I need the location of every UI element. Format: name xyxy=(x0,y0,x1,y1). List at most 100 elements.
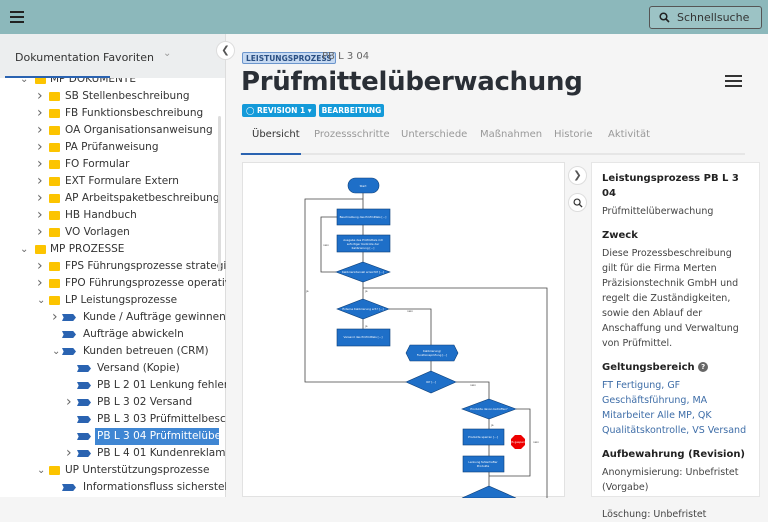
chevron-down-icon[interactable]: ⌄ xyxy=(20,244,29,255)
chevron-right-icon[interactable]: › xyxy=(37,122,43,138)
tree-item[interactable]: ⌄MP PROZESSE xyxy=(0,241,220,258)
hamburger-menu-icon[interactable] xyxy=(10,11,24,23)
chevron-down-icon[interactable]: ⌄ xyxy=(37,295,46,306)
tree-item-label: FB Funktionsbeschreibung xyxy=(65,107,204,119)
chevron-right-icon[interactable]: › xyxy=(66,445,72,461)
tree-item[interactable]: PB L 2 01 Lenkung fehlerhaft xyxy=(0,377,226,394)
tree-item-label: Informationsfluss sicherstellen xyxy=(83,481,226,493)
tree-item-label: VO Vorlagen xyxy=(65,226,130,238)
tree-item-label: FPS Führungsprozesse strategisch xyxy=(65,260,226,272)
tree-item[interactable]: › FPS Führungsprozesse strategisch xyxy=(0,258,226,275)
chevron-right-icon[interactable]: › xyxy=(37,258,43,274)
deletion-text: Löschung: Unbefristet xyxy=(602,509,707,520)
tree-item[interactable]: ›Kunde / Aufträge gewinnen xyxy=(0,309,226,326)
tree-item[interactable]: › VO Vorlagen xyxy=(0,224,220,241)
info-subtitle: Prüfmittelüberwachung xyxy=(602,206,714,217)
tree-item-label: Kunden betreuen (CRM) xyxy=(83,345,209,357)
tree-item-label: Versand (Kopie) xyxy=(97,362,180,374)
flow-label: ja xyxy=(305,289,309,293)
flow-label: Ausgabe des Prüfmittels mit xyxy=(343,238,383,242)
flow-label: ja xyxy=(490,423,494,427)
flow-label: sofortiger Kontrolle der xyxy=(347,242,380,246)
tab-unterschiede[interactable]: Unterschiede xyxy=(401,129,468,140)
flow-label: nein xyxy=(533,440,539,444)
scope-heading: Geltungsbereich xyxy=(602,362,695,373)
quick-search-input[interactable]: Schnellsuche xyxy=(649,6,762,29)
folder-icon xyxy=(49,92,60,101)
tab-historie[interactable]: Historie xyxy=(554,129,593,140)
flow-label: Externe Kalibrierung erf.? [...] xyxy=(342,307,383,311)
folder-icon xyxy=(49,143,60,152)
status-badge: BEARBEITUNG xyxy=(318,104,385,117)
tree-item[interactable]: ›OA Organisationsanweisung xyxy=(0,122,220,139)
tree-item[interactable]: ›AP Arbeitspaketbeschreibung xyxy=(0,190,220,207)
flow-label: Beschreibung des Prüfmittels [...] xyxy=(340,215,387,219)
tree-item[interactable]: ›PB L 3 02 Versand xyxy=(0,394,220,411)
active-tab-indicator xyxy=(241,153,301,155)
tree-item[interactable]: ›HB Handbuch xyxy=(0,207,220,224)
tree-scrollbar[interactable] xyxy=(218,116,221,271)
tree-item[interactable]: ›SB Stellenbeschreibung xyxy=(0,88,220,105)
revision-dropdown[interactable]: ◯ REVISION 1 ▾ xyxy=(242,104,316,117)
tag-icon: ◯ xyxy=(246,106,258,115)
tree-item[interactable]: ⌄MP DOKUMENTE xyxy=(0,78,220,88)
tree-item[interactable]: › FB Funktionsbeschreibung xyxy=(0,105,220,122)
flow-label: nein xyxy=(323,243,329,247)
tree-item-label: PA Prüfanweisung xyxy=(65,141,159,153)
chevron-right-icon[interactable]: › xyxy=(37,224,43,240)
chevron-down-icon[interactable]: ⌄ xyxy=(37,465,46,476)
tab-aktivitaet[interactable]: Aktivität xyxy=(608,129,650,140)
flow-label: Produkte davon betroffen? xyxy=(470,407,508,411)
chevron-right-icon[interactable]: › xyxy=(37,105,43,121)
chevron-down-icon[interactable]: ⌄ xyxy=(52,346,61,357)
tree-item[interactable]: Informationsfluss sicherstellen xyxy=(0,479,226,496)
tab-uebersicht[interactable]: Übersicht xyxy=(252,129,300,140)
tree-item[interactable]: ⌄LP Leistungsprozesse xyxy=(0,292,220,309)
tree-item[interactable]: ⌄ Kunden betreuen (CRM) xyxy=(0,343,220,360)
process-icon xyxy=(62,314,76,321)
process-icon xyxy=(62,331,76,338)
document-tabs: Übersicht Prozessschritte Unterschiede M… xyxy=(240,126,745,155)
chevron-right-icon[interactable]: › xyxy=(37,173,43,189)
tree-item[interactable]: ›PB L 4 01 Kundenreklamation xyxy=(0,445,226,462)
left-tabs: Dokumentation Favoriten ⌄ xyxy=(0,34,225,78)
tree-item[interactable]: ›EXT Formulare Extern xyxy=(0,173,220,190)
purpose-heading: Zweck xyxy=(602,230,638,241)
tree-item[interactable]: ›FPO Führungsprozesse operativ xyxy=(0,275,226,292)
collapse-sidebar-button[interactable]: ❮ xyxy=(216,41,235,60)
process-icon xyxy=(77,399,91,406)
tree-item[interactable]: ⌄UP Unterstützungsprozesse xyxy=(0,462,220,479)
tab-massnahmen[interactable]: Maßnahmen xyxy=(480,129,543,140)
tree-item[interactable]: Versand (Kopie) xyxy=(0,360,220,377)
decision-diamond xyxy=(461,485,517,499)
chevron-right-icon[interactable]: › xyxy=(52,309,58,325)
folder-icon xyxy=(49,126,60,135)
tree-item[interactable]: ›FO Formular xyxy=(0,156,220,173)
chevron-right-icon[interactable]: › xyxy=(37,190,43,206)
zoom-button[interactable] xyxy=(568,193,587,212)
chevron-right-icon[interactable]: › xyxy=(66,394,72,410)
tab-prozessschritte[interactable]: Prozessschritte xyxy=(314,129,390,140)
chevron-right-icon[interactable]: › xyxy=(37,139,43,155)
chevron-down-icon[interactable]: ⌄ xyxy=(20,78,29,85)
tree-item[interactable]: Aufträge abwickeln xyxy=(0,326,220,343)
help-icon[interactable]: ? xyxy=(698,362,709,372)
tree-item[interactable]: PB L 3 04 Prüfmittelüberwac xyxy=(0,428,220,445)
process-diagram[interactable]: Start Beschreibung des Prüfmittels [...]… xyxy=(242,162,565,499)
options-menu-icon[interactable] xyxy=(725,75,742,90)
tree-item[interactable]: › PA Prüfanweisung xyxy=(0,139,220,156)
chevron-right-icon[interactable]: › xyxy=(37,207,43,223)
tab-dokumentation[interactable]: Dokumentation xyxy=(5,51,110,78)
chevron-right-icon[interactable]: › xyxy=(37,88,43,104)
process-icon xyxy=(77,450,91,457)
expand-panel-button[interactable]: ❯ xyxy=(568,166,587,185)
step-box xyxy=(336,328,391,347)
tree-item[interactable]: PB L 3 03 Prüfmittelbeschaff xyxy=(0,411,226,428)
scope-links[interactable]: FT Fertigung, GF Geschäftsführung, MA Mi… xyxy=(602,380,747,436)
tab-favoriten[interactable]: Favoriten xyxy=(103,51,154,64)
chevron-right-icon[interactable]: › xyxy=(37,156,43,172)
chevron-down-icon[interactable]: ⌄ xyxy=(163,48,172,59)
anonymization-text: Anonymisierung: Unbefristet (Vorgabe) xyxy=(602,467,739,493)
chevron-right-icon[interactable]: › xyxy=(37,275,43,291)
tree-item-label: PB L 3 04 Prüfmittelüberwac xyxy=(95,428,219,445)
